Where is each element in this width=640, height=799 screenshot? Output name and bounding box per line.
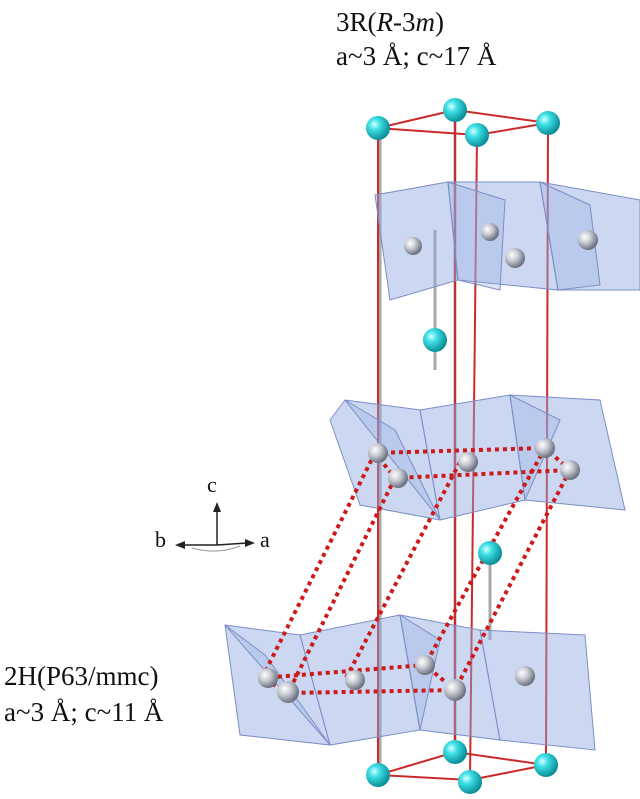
polytype-3r-mid: -3 [393, 7, 416, 37]
polytype-3r-italic-r: R [376, 7, 394, 37]
axis-a-label: a [260, 527, 270, 552]
axes-indicator [175, 502, 255, 552]
polytype-3r-label: 3R(R-3m) [336, 6, 444, 38]
polytype-2h-label: 2H(P63/mmc) [4, 661, 159, 691]
metal-atoms [258, 223, 598, 703]
axis-b-label: b [155, 527, 166, 552]
polytype-3r-suffix: ) [435, 7, 444, 37]
octahedra-layer-bottom [224, 613, 596, 751]
axis-c-label: c [207, 472, 217, 497]
polytype-3r-prefix: 3R( [336, 7, 377, 37]
polytype-2h-lattice: a~3 Å; c~11 Å [4, 697, 164, 727]
polytype-3r-italic-m: m [415, 7, 436, 37]
polytype-3r-lattice: a~3 Å; c~17 Å [336, 41, 497, 71]
chalcogen-atoms [366, 98, 560, 794]
